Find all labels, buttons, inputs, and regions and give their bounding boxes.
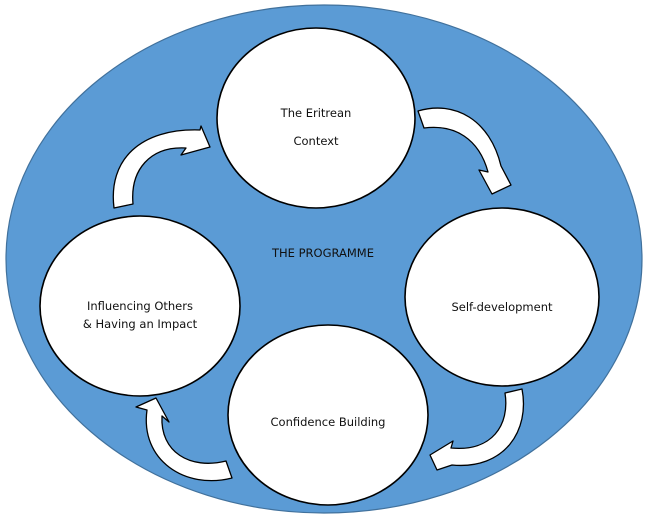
node-influencing-others: Influencing Others & Having an Impact [39, 215, 241, 397]
node-confidence-building: Confidence Building [227, 324, 429, 506]
flow-arrow-selfdev-to-confidence [429, 388, 524, 471]
node-label-line: & Having an Impact [83, 317, 198, 331]
node-label-line: Context [293, 134, 339, 148]
node-label-line: Confidence Building [271, 415, 386, 429]
flow-arrow-influencing-to-context [112, 125, 211, 209]
node-label-line: The Eritrean [280, 106, 352, 120]
node-self-development: Self-development [404, 207, 600, 387]
flow-arrow-confidence-to-influencing [135, 397, 233, 482]
node-label-line: Influencing Others [87, 299, 193, 313]
programme-label: THE PROGRAMME [271, 246, 374, 260]
node-label-line: Self-development [451, 300, 552, 314]
flow-arrow-context-to-selfdev [417, 107, 512, 195]
node-eritrean-context: The Eritrean Context [216, 27, 416, 209]
